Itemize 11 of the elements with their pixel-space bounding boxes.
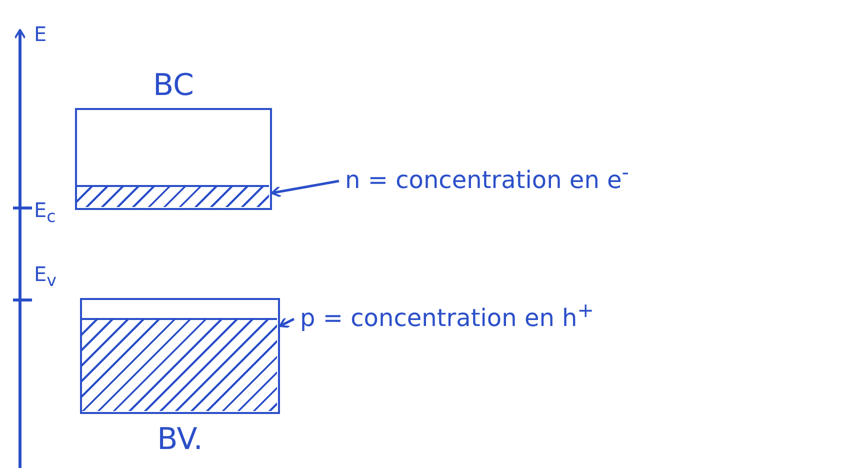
axis-label: E$_{v}$ bbox=[34, 262, 56, 290]
band-label: BC bbox=[152, 68, 195, 103]
axis-label: E bbox=[34, 22, 47, 46]
hatched-band-region bbox=[77, 185, 269, 207]
axis-label: E$_{c}$ bbox=[34, 198, 56, 226]
band-label: BV. bbox=[156, 422, 204, 457]
annotation-text: n = concentration en e$^{-}$ bbox=[345, 160, 630, 194]
arrow bbox=[279, 316, 295, 328]
arrow bbox=[271, 180, 340, 198]
annotation-text: p = concentration en h$^{+}$ bbox=[300, 298, 594, 332]
hatched-band-region bbox=[82, 318, 277, 411]
